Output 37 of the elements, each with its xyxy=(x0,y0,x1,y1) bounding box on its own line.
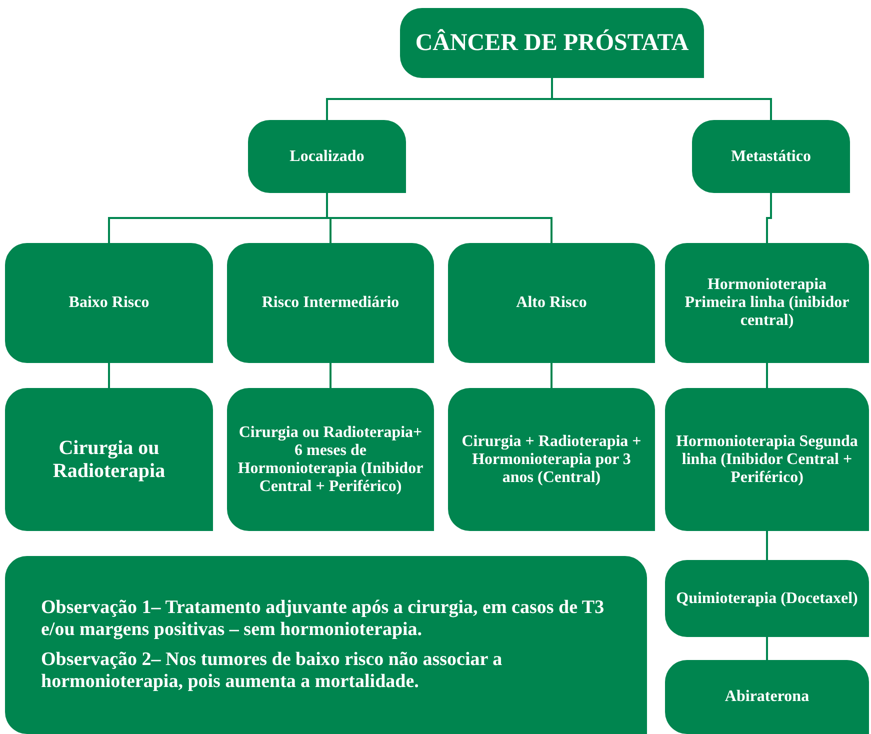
process-box xyxy=(665,243,869,363)
process-box xyxy=(665,388,869,531)
connector-line xyxy=(108,363,110,388)
connector-line xyxy=(766,637,768,660)
process-box xyxy=(248,120,406,193)
process-box xyxy=(692,120,850,193)
node-label: Risco Intermediário xyxy=(262,294,400,312)
node-label: Localizado xyxy=(290,148,364,166)
node-label: Cirurgia ou Radioterapia+ 6 meses de Hormonioterapia (Inibidor Central + Periférico) xyxy=(237,424,424,496)
connector-line xyxy=(326,193,552,243)
process-box xyxy=(5,388,213,531)
node-label: Quimioterapia (Docetaxel) xyxy=(676,590,858,608)
note-text: Observação 2– Nos tumores de baixo risco não associar a hormonioterapia, pois aumenta a mortalidade. xyxy=(41,649,504,693)
node-label: Baixo Risco xyxy=(68,294,150,312)
connector-line xyxy=(766,531,768,560)
node-label: Metastático xyxy=(731,148,811,166)
note-text: Observação 1– Tratamento adjuvante após a cirurgia, em casos de T3 e/ou margens positivas – sem hormonioterapia. xyxy=(41,597,606,641)
process-box xyxy=(448,243,655,363)
node-label: Hormonioterapia Segunda linha (Inibidor Central + Periférico) xyxy=(675,432,859,486)
process-box xyxy=(227,388,434,531)
process-box xyxy=(227,243,434,363)
connector-line xyxy=(330,363,332,388)
note-box xyxy=(5,556,647,734)
process-box xyxy=(5,243,213,363)
connector-line xyxy=(766,363,768,388)
node-label: Cirurgia + Radioterapia + Hormonioterapia por 3 anos (Central) xyxy=(460,432,642,486)
process-box xyxy=(448,388,655,531)
process-box xyxy=(665,660,869,734)
node-label: Cirurgia ou Radioterapia xyxy=(52,436,166,482)
node-label: Hormonioterapia Primeira linha (inibidor central) xyxy=(684,276,850,330)
connector-line xyxy=(550,363,552,388)
connector-line xyxy=(766,193,772,243)
process-box xyxy=(665,560,869,637)
node-label: CÂNCER DE PRÓSTATA xyxy=(415,30,689,56)
node-label: Alto Risco xyxy=(516,294,587,312)
process-box xyxy=(400,8,704,78)
node-label: Abiraterona xyxy=(724,688,810,706)
